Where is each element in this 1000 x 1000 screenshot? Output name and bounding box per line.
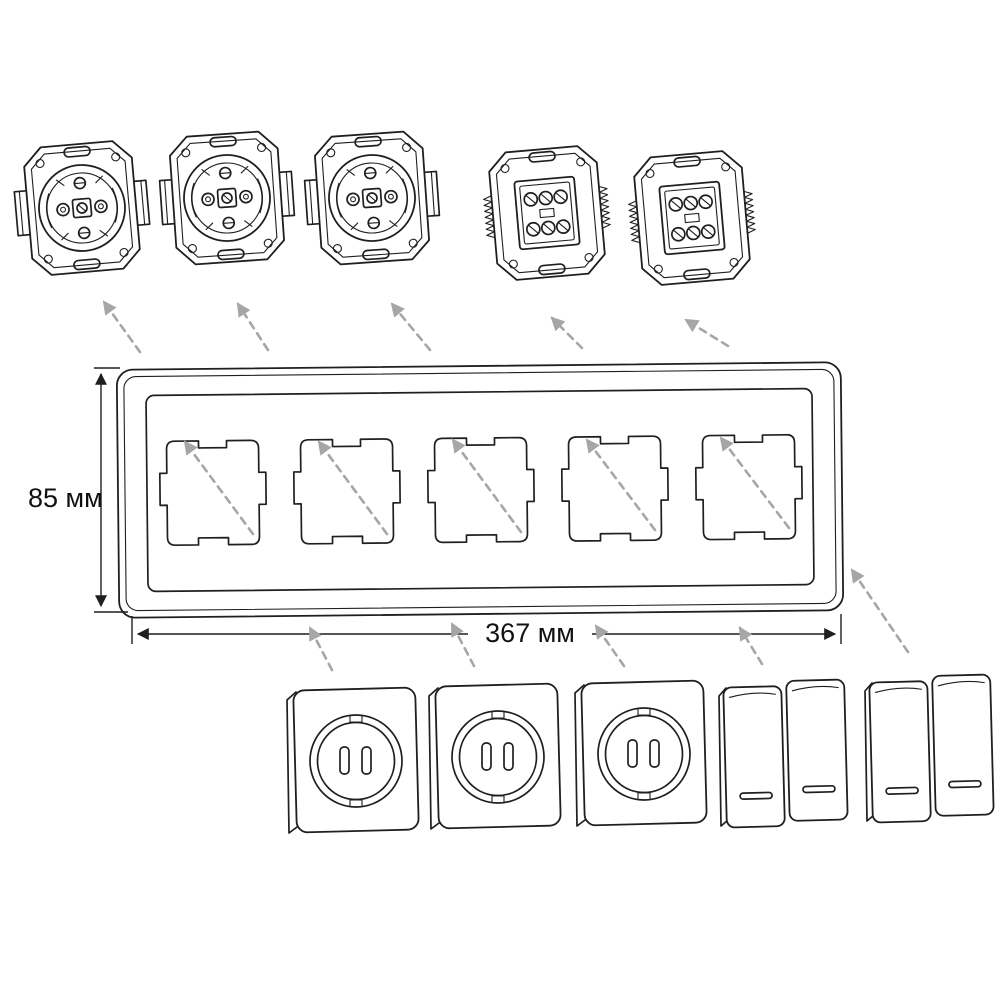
frame-inner-plateau [145,387,815,593]
mechanism-assembly-arrows [102,300,730,354]
height-label: 85 мм [28,483,103,513]
switch-mechanism-2 [623,147,761,289]
dimension-height: 85 мм [28,367,128,613]
socket-mechanism-2 [155,128,299,268]
double-switch-cover-plate-2 [864,673,995,824]
frame-bevel [123,368,837,612]
cutout-arrows [183,436,791,536]
dimension-width: 367 мм [131,614,842,648]
socket-cover-plate-3 [574,679,708,827]
cover-plates-row [286,673,995,834]
socket-mechanism-3 [300,128,444,268]
width-label: 367 мм [485,618,575,648]
socket-mechanism-1 [9,137,155,279]
mechanisms-row [9,128,761,289]
socket-cover-plate-2 [428,682,562,830]
double-switch-cover-plate-1 [718,678,849,829]
socket-cover-plate-1 [286,686,420,834]
frame-outer-edge [115,361,845,619]
switch-mechanism-1 [478,142,616,284]
width-label-backing [468,618,592,648]
plate-assembly-arrows [308,568,910,672]
five-gang-frame [115,361,845,619]
